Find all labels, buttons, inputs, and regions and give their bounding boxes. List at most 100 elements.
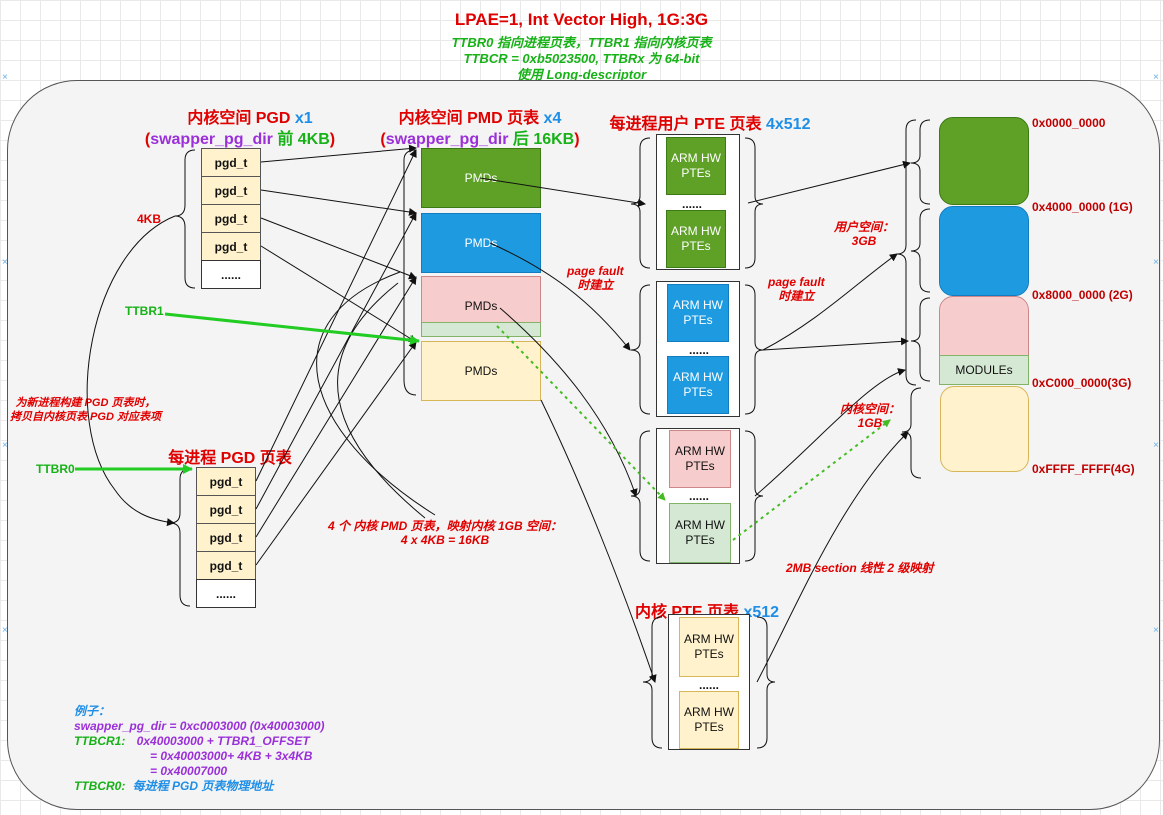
copy-curve-arrow [86, 215, 176, 527]
process-pgd-entry: pgd_t [196, 467, 256, 496]
kernel-pmd-title: 内核空间 PMD 页表 x4 [380, 104, 580, 128]
pmd-divider-block [421, 322, 541, 337]
diagram-title: LPAE=1, Int Vector High, 1G:3G [454, 10, 709, 29]
kernel-pmd-title-text: 内核空间 PMD 页表 [398, 110, 540, 127]
kpgd-to-pmd-4 [260, 245, 417, 343]
subtitle-line-1: TTBR0 指向进程页表，TTBR1 指向内核页表 [451, 35, 712, 50]
process-pgd-brace [169, 468, 191, 607]
kernel-pmd-sub-open: ( [380, 131, 386, 148]
user-pte-1-left-brace [630, 137, 651, 269]
user-pte-title: 每进程用户 PTE 页表 4x512 [600, 110, 820, 134]
grid-marker-icon: × [2, 72, 8, 83]
kernel-pgd-entry: pgd_t [201, 232, 261, 261]
address-0g: 0x0000_0000 [1032, 116, 1106, 130]
kernel-pgd-sub-open: ( [144, 131, 151, 148]
grid-marker-icon: × [2, 440, 8, 451]
user-space-label: 用户空间： 3GB [834, 220, 894, 248]
kernel-pte-to-mem [756, 431, 909, 683]
kernel-pgd-sub-close: ) [329, 131, 336, 148]
kernel-pmd-subtitle: (swapper_pg_dir 后 16KB) [370, 125, 590, 149]
kernel-pgd-size-label: 4KB [137, 212, 162, 226]
kernel-pgd-sub-swapper: swapper_pg_dir [150, 131, 273, 148]
ppgd-to-pmd-2 [255, 212, 417, 510]
pmd-block-1: PMDs [421, 148, 541, 208]
user-pte-1-right-brace [744, 137, 764, 269]
kernel-pmd-title-count: x4 [543, 110, 562, 127]
copy-pgd-note-line2: 拷贝自内核页表 PGD 对应表项 [10, 411, 161, 423]
address-3g: 0xC000_0000(3G) [1032, 376, 1132, 390]
user-pte-3-right-brace [744, 430, 764, 562]
memory-kernel [940, 386, 1029, 472]
example-ttbcr0-label: TTBCR0: [74, 779, 126, 793]
grid-marker-icon: × [1153, 440, 1159, 451]
pmd-block-2: PMDs [421, 213, 541, 273]
user-pte-title-count: 4x512 [765, 116, 811, 133]
kernel-pte-top: ARM HW PTEs [679, 617, 739, 677]
user-space-label-line2: 3GB [851, 234, 877, 248]
pmd-to-kernel-pte [540, 399, 657, 683]
address-2g: 0x8000_0000 (2G) [1032, 288, 1133, 302]
kpgd-to-pmd-1 [260, 144, 417, 163]
kernel-pgd-title-count: x1 [294, 110, 313, 127]
process-pgd-title: 每进程 PGD 页表 [168, 450, 292, 467]
subtitle-line-3: 使用 Long-descriptor [516, 67, 647, 82]
kernel-pgd-title-text: 内核空间 PGD [187, 110, 291, 127]
user-pte-to-mem-3 [762, 337, 909, 351]
user-pte-2-bottom: ARM HW PTEs [667, 356, 729, 414]
kpgd-to-pmd-2 [260, 189, 417, 216]
user-pte-1-top: ARM HW PTEs [666, 137, 726, 195]
user-space-label-line1: 用户空间： [834, 220, 895, 234]
example-line-5: TTBCR0: 每进程 PGD 页表物理地址 [74, 779, 325, 794]
kernel-pgd-more: ...... [201, 260, 261, 289]
example-ttbcr1-label: TTBCR1: [74, 734, 126, 748]
copy-pgd-note: 为新进程构建 PGD 页表时， 拷贝自内核页表 PGD 对应表项 [10, 396, 161, 424]
user-pte-2-left-brace [630, 284, 651, 415]
grid-marker-icon: × [2, 625, 8, 636]
memory-brace-2 [910, 208, 931, 293]
pmd-note-curve-1 [316, 271, 436, 516]
process-pgd-more: ...... [196, 579, 256, 608]
kernel-pgd-entry: pgd_t [201, 204, 261, 233]
copy-pgd-note-line1: 为新进程构建 PGD 页表时， [15, 397, 156, 409]
address-4g: 0xFFFF_FFFF(4G) [1032, 462, 1135, 476]
ppgd-to-pmd-4 [255, 341, 417, 566]
page-fault-left-line1: page fault [567, 264, 624, 278]
kernel-pgd-sub-size: 前 4KB [272, 131, 330, 148]
ttbr1-label: TTBR1 [125, 304, 164, 318]
example-line-1: swapper_pg_dir = 0xc0003000 (0x40003000) [74, 719, 325, 733]
memory-modules: MODULEs [939, 355, 1029, 385]
memory-user-brace [896, 119, 917, 386]
kernel-pmd-sub-size: 后 16KB [508, 131, 575, 148]
example-line-3: = 0x40003000+ 4KB + 3x4KB [150, 749, 313, 763]
kernel-pgd-brace [174, 149, 196, 289]
pmd-note-curve-2 [337, 282, 426, 519]
example-ttbcr0-value: 每进程 PGD 页表物理地址 [132, 779, 274, 793]
memory-brace-1 [910, 119, 931, 205]
user-pte-title-text: 每进程用户 PTE 页表 [609, 116, 762, 133]
kernel-pte-dots: ...... [699, 678, 720, 692]
kernel-pgd-subtitle: (swapper_pg_dir 前 4KB) [130, 125, 350, 149]
page-fault-label-left: page fault 时建立 [567, 264, 624, 292]
user-pte-3-dots: ...... [689, 489, 710, 503]
grid-marker-icon: × [1153, 625, 1159, 636]
kernel-pte-left-brace [642, 616, 663, 749]
user-pte-2-right-brace [744, 284, 764, 415]
user-pte-to-mem-1 [747, 160, 911, 204]
example-block: 例子： swapper_pg_dir = 0xc0003000 (0x40003… [74, 704, 325, 794]
memory-user-2g [939, 206, 1029, 296]
ttbr0-label: TTBR0 [36, 462, 75, 476]
pmd-to-user-pte-2 [489, 242, 631, 351]
pmd-note-line1: 4 个 内核 PMD 页表，映射内核 1GB 空间： [328, 519, 563, 533]
pmd-block-4: PMDs [421, 341, 541, 401]
kernel-pmd-brace [403, 149, 417, 396]
kernel-pte-right-brace [756, 616, 776, 749]
dotted-pte-to-mem [732, 419, 891, 541]
user-pte-3-left-brace [630, 430, 651, 562]
kernel-pte-bottom: ARM HW PTEs [679, 691, 739, 749]
memory-kernel-brace [901, 387, 922, 479]
page-fault-right-line1: page fault [768, 275, 825, 289]
example-heading: 例子： [74, 704, 111, 718]
example-ttbcr1-value: 0x40003000 + TTBR1_OFFSET [136, 734, 310, 748]
user-pte-2-dots: ...... [689, 343, 710, 357]
